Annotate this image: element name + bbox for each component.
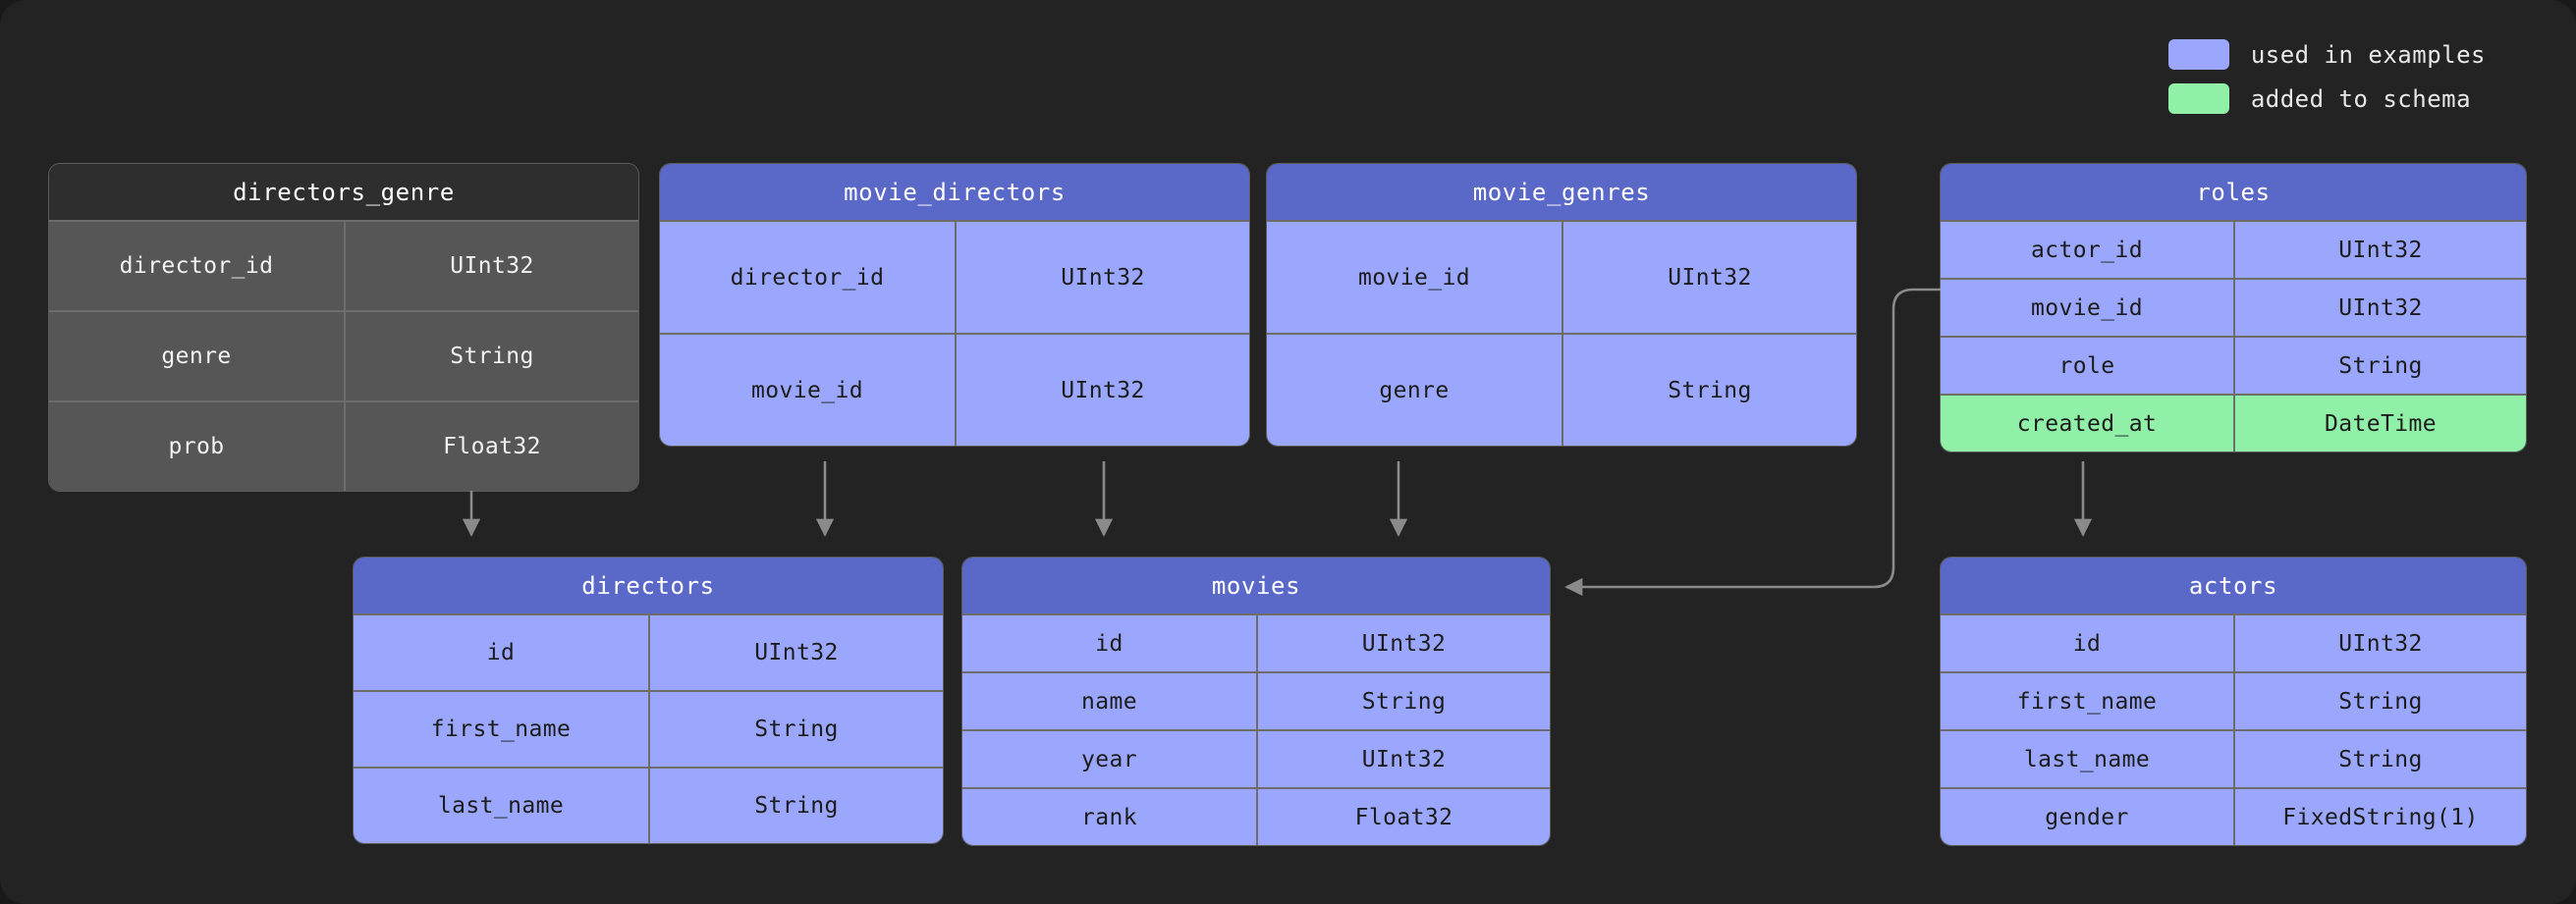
column-name: last_name	[2023, 746, 2151, 772]
column-type: UInt32	[2233, 615, 2526, 671]
legend-swatch-added-to-schema	[2167, 83, 2229, 114]
legend-label-used-in-examples: used in examples	[2250, 40, 2486, 69]
table-row[interactable]: genre String	[49, 310, 638, 400]
column-name: director_id	[119, 253, 274, 279]
column-name: year	[1081, 746, 1137, 772]
column-name: role	[2058, 352, 2115, 379]
column-name: id	[1095, 630, 1124, 657]
table-body-directors_genre: director_id UInt32 genre String prob Float32	[49, 220, 638, 491]
column-name: id	[486, 640, 516, 665]
column-name: created_at	[2016, 410, 2158, 437]
table-title-movie_directors: movie_directors	[660, 164, 1249, 220]
column-name: movie_id	[2031, 294, 2143, 321]
column-type: UInt32	[1562, 222, 1856, 333]
column-type: String	[2233, 731, 2526, 787]
legend-swatch-used-in-examples	[2167, 39, 2229, 70]
table-row[interactable]: id UInt32	[354, 613, 943, 690]
column-name: gender	[2045, 804, 2129, 830]
table-title-movie_genres: movie_genres	[1267, 164, 1856, 220]
column-name: id	[2072, 630, 2102, 657]
column-type: Float32	[344, 402, 638, 491]
table-row[interactable]: genre String	[1267, 333, 1856, 446]
column-name: movie_id	[751, 377, 863, 403]
table-row[interactable]: movie_id UInt32	[660, 333, 1249, 446]
table-row[interactable]: gender FixedString(1)	[1941, 787, 2526, 845]
table-movie_genres[interactable]: movie_genres movie_id UInt32 genre String	[1267, 164, 1856, 446]
column-name: genre	[161, 344, 232, 369]
table-title-actors: actors	[1941, 558, 2526, 613]
column-type: String	[648, 769, 943, 843]
column-name: prob	[168, 434, 225, 459]
table-row[interactable]: role String	[1941, 336, 2526, 394]
column-name: first_name	[2016, 688, 2158, 715]
table-row[interactable]: movie_id UInt32	[1941, 278, 2526, 336]
legend-label-added-to-schema: added to schema	[2250, 84, 2472, 113]
column-type: String	[1256, 673, 1550, 729]
table-row[interactable]: last_name String	[354, 767, 943, 843]
column-type: String	[2233, 673, 2526, 729]
column-name: last_name	[437, 793, 565, 819]
column-type: UInt32	[2233, 280, 2526, 336]
table-row[interactable]: id UInt32	[1941, 613, 2526, 671]
column-type: String	[344, 312, 638, 400]
column-type: DateTime	[2233, 396, 2526, 452]
column-type: String	[1562, 335, 1856, 446]
column-type: Float32	[1256, 789, 1550, 845]
column-type: UInt32	[344, 222, 638, 310]
column-name: name	[1081, 688, 1137, 715]
table-row[interactable]: prob Float32	[49, 400, 638, 491]
table-directors_genre[interactable]: directors_genre director_id UInt32 genre St…	[49, 164, 638, 491]
legend-item-used-in-examples: used in examples	[2167, 39, 2486, 70]
column-name: genre	[1379, 377, 1450, 403]
column-name: first_name	[430, 717, 572, 742]
column-name: movie_id	[1358, 264, 1470, 291]
column-type: String	[2233, 338, 2526, 394]
table-body-movie_genres: movie_id UInt32 genre String	[1267, 220, 1856, 446]
column-type: UInt32	[955, 335, 1249, 446]
column-type: UInt32	[1256, 615, 1550, 671]
table-row[interactable]: last_name String	[1941, 729, 2526, 787]
table-row[interactable]: director_id UInt32	[660, 220, 1249, 333]
table-row[interactable]: first_name String	[354, 690, 943, 767]
table-row[interactable]: actor_id UInt32	[1941, 220, 2526, 278]
legend: used in examples added to schema	[2167, 39, 2486, 114]
table-row[interactable]: year UInt32	[962, 729, 1550, 787]
column-name: actor_id	[2031, 237, 2143, 263]
table-title-directors: directors	[354, 558, 943, 613]
table-title-directors_genre: directors_genre	[49, 164, 638, 220]
table-row[interactable]: director_id UInt32	[49, 220, 638, 310]
column-name: rank	[1081, 804, 1137, 830]
column-type: UInt32	[1256, 731, 1550, 787]
table-row[interactable]: rank Float32	[962, 787, 1550, 845]
legend-item-added-to-schema: added to schema	[2167, 83, 2486, 114]
table-title-movies: movies	[962, 558, 1550, 613]
table-title-roles: roles	[1941, 164, 2526, 220]
column-type: FixedString(1)	[2233, 789, 2526, 845]
table-row[interactable]: name String	[962, 671, 1550, 729]
column-type: UInt32	[2233, 222, 2526, 278]
column-type: UInt32	[955, 222, 1249, 333]
table-row[interactable]: first_name String	[1941, 671, 2526, 729]
table-row[interactable]: movie_id UInt32	[1267, 220, 1856, 333]
table-row[interactable]: id UInt32	[962, 613, 1550, 671]
table-row[interactable]: created_at DateTime	[1941, 394, 2526, 452]
column-name: director_id	[730, 264, 885, 291]
column-type: String	[648, 692, 943, 767]
column-type: UInt32	[648, 615, 943, 690]
